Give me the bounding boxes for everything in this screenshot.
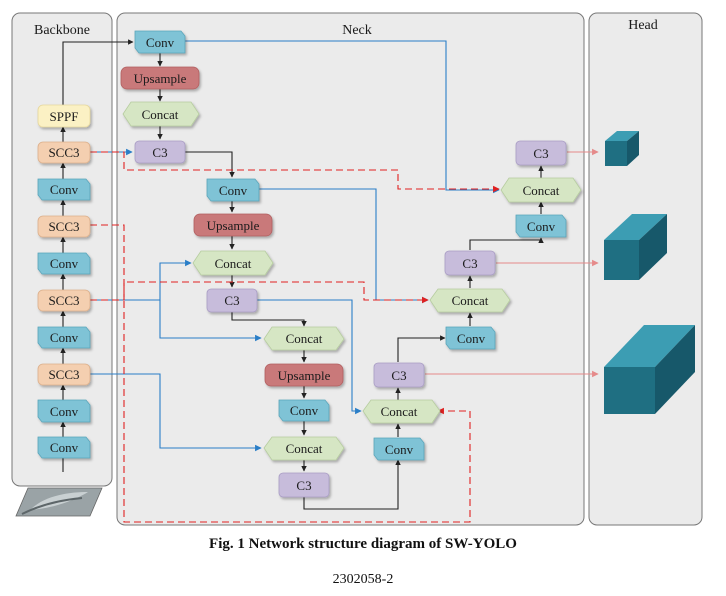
dashed-scc3c-concat5 [90,281,429,304]
neck-concat-node: Concat [263,436,345,461]
svg-text:Upsample: Upsample [278,368,331,383]
svg-text:C3: C3 [152,145,167,160]
svg-text:Conv: Conv [50,440,79,455]
svg-text:SCC3: SCC3 [48,367,79,382]
neck-c3-node: C3 [444,250,496,276]
neck-conv-node: Conv [445,326,496,350]
link-neck-19 [469,237,544,250]
neck-concat-node: Concat [122,101,200,127]
head-output-medium-cube [604,214,667,280]
link-neck-4 [185,151,235,178]
neck-upsample-node: Upsample [264,363,344,387]
bb-conv-node: Conv [37,399,91,423]
neck-upsample-node: Upsample [193,213,273,237]
neck-c3-node: C3 [515,140,567,166]
svg-text:Conv: Conv [50,256,79,271]
neck-conv-node: Conv [373,437,425,461]
neck-c3-node: C3 [373,362,425,388]
svg-text:Upsample: Upsample [134,71,187,86]
bb-conv-node: Conv [37,326,91,349]
svg-text:Conv: Conv [457,331,486,346]
backbone-title: Backbone [34,23,90,38]
bb-scc3-node: SCC3 [37,289,91,312]
neck-concat-node: Concat [429,288,511,313]
neck-panel [116,12,585,526]
neck-upsample-node: Upsample [120,66,200,90]
svg-text:Conv: Conv [50,404,79,419]
bb-scc3-node: SCC3 [37,141,91,164]
svg-text:Conv: Conv [385,442,414,457]
head-output-large-cube [604,325,695,414]
neck-concat-node: Concat [263,326,345,351]
link-neck-13 [303,459,401,510]
svg-text:Concat: Concat [381,404,418,419]
skip-scc3c-concat3 [159,300,262,342]
bb-conv-node: Conv [37,436,91,459]
svg-text:Concat: Concat [523,183,560,198]
bb-conv-node: Conv [37,178,91,201]
bb-conv-node: Conv [37,252,91,275]
svg-text:Conv: Conv [290,403,319,418]
neck-conv-node: Conv [206,178,260,202]
bb-sppf-node: SPPF [37,104,91,128]
link-neck-16 [397,335,446,362]
dashed-scc3b-concat6 [90,224,471,523]
svg-text:C3: C3 [533,146,548,161]
page-code: 2302058-2 [332,572,394,587]
svg-text:Concat: Concat [142,107,179,122]
svg-text:SCC3: SCC3 [48,293,79,308]
svg-text:Concat: Concat [215,256,252,271]
bb-scc3-node: SCC3 [37,215,91,238]
neck-c3-node: C3 [206,288,258,313]
input-image [15,487,103,517]
svg-text:SPPF: SPPF [50,109,79,124]
svg-text:Conv: Conv [219,183,248,198]
svg-text:Concat: Concat [452,293,489,308]
neck-concat-node: Concat [500,177,582,203]
svg-text:Conv: Conv [50,330,79,345]
svg-text:Conv: Conv [146,35,175,50]
neck-conv-node: Conv [134,30,186,54]
figure-caption: Fig. 1 Network structure diagram of SW-Y… [209,536,517,552]
neck-title: Neck [342,23,372,38]
neck-concat-node: Concat [362,399,441,424]
svg-text:Concat: Concat [286,331,323,346]
neck-c3-node: C3 [278,472,330,498]
dashed-scc3a-concat7 [90,151,500,193]
head-output-small-cube [605,131,639,166]
skip-conv1-concat7 [185,40,500,194]
neck-concat-node: Concat [192,250,274,276]
svg-text:SCC3: SCC3 [48,145,79,160]
svg-text:Conv: Conv [50,182,79,197]
neck-c3-node: C3 [134,140,186,164]
svg-text:C3: C3 [296,478,311,493]
svg-text:C3: C3 [391,368,406,383]
svg-text:SCC3: SCC3 [48,219,79,234]
link-sppf-conv [62,39,134,105]
head-title: Head [628,18,658,33]
svg-text:Upsample: Upsample [207,218,260,233]
svg-text:C3: C3 [224,293,239,308]
skip-scc3d-concat4 [90,373,262,452]
svg-text:Conv: Conv [527,219,556,234]
bb-scc3-node: SCC3 [37,363,91,386]
neck-conv-node: Conv [278,399,330,422]
link-neck-8 [231,312,307,327]
skip-c3-2-concat6 [257,299,362,415]
svg-text:C3: C3 [462,256,477,271]
neck-conv-node: Conv [515,214,567,238]
svg-text:Concat: Concat [286,441,323,456]
